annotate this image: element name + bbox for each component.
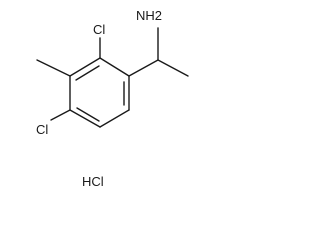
bond-ring-to-methyl <box>36 59 71 77</box>
bond-ring-to-ch <box>128 59 159 77</box>
ring-bond-3 <box>99 109 130 128</box>
ring-double-bond-3 <box>75 65 100 81</box>
ring-bond-1 <box>99 57 130 77</box>
bond-ring-to-chloro-bottom <box>50 109 71 121</box>
amine-label: NH2 <box>136 8 162 23</box>
ring-bond-6 <box>69 57 101 77</box>
ring-double-bond-2 <box>76 107 100 122</box>
salt-label: HCl <box>82 174 104 189</box>
bond-ch-to-methyl <box>157 59 189 77</box>
chloro-bottom-label: Cl <box>36 122 48 137</box>
ring-bond-4 <box>69 109 101 128</box>
benzene-ring <box>69 57 130 128</box>
chemical-structure: NH2 Cl Cl HCl <box>36 8 189 189</box>
chloro-top-label: Cl <box>93 22 105 37</box>
